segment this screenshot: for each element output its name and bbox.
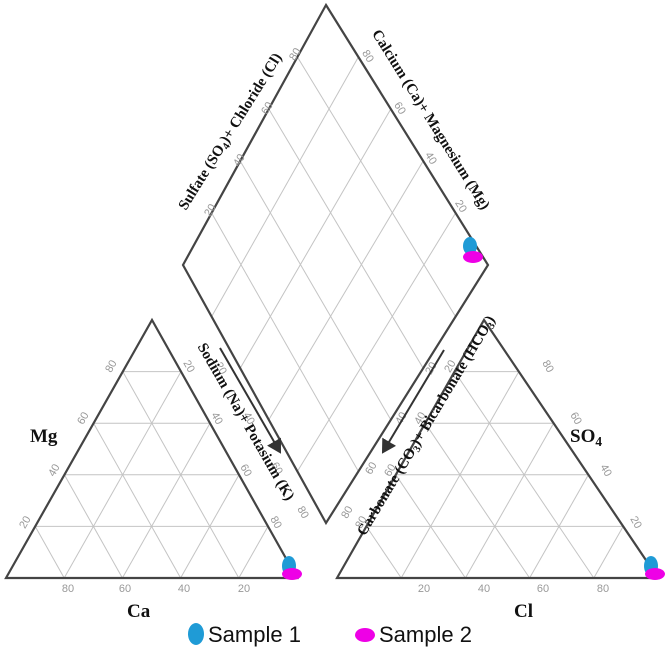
triangle-grid-line	[454, 371, 595, 579]
anion-triangle-grid	[365, 371, 624, 579]
cation-left-tick: 60	[75, 410, 92, 427]
diamond-grid	[211, 56, 457, 472]
anion-bottom-tick: 20	[418, 583, 430, 595]
diamond-grid-line	[296, 56, 457, 317]
anion-tick-labels: 20 40 60 80 80 60 40 20 20 40 60 80	[353, 358, 644, 595]
cation-right-tick: 40	[208, 410, 225, 427]
anion-right-tick: 40	[597, 462, 614, 479]
sample2-marker-cation	[282, 568, 302, 580]
cation-bottom-tick: 40	[178, 583, 190, 595]
diamond-grid-line	[211, 56, 359, 317]
diamond-grid-line	[211, 212, 359, 472]
triangle-grid-line	[400, 371, 520, 579]
anion-left-tick: 60	[382, 462, 399, 479]
anion-left-tick: 40	[412, 410, 429, 427]
diamond-upper-left-tick: 60	[259, 100, 276, 117]
legend-sample1-marker	[188, 623, 204, 645]
triangle-grid-line	[34, 526, 65, 579]
sample2-marker-anion	[645, 568, 665, 580]
diamond-upper-left-tick: 80	[287, 46, 304, 63]
diamond-frame	[181, 2, 490, 526]
cation-tick-labels: 80 60 40 20 20 40 60 80 80 60 40 20	[17, 358, 284, 595]
anion-right-label-so4: SO4	[570, 426, 602, 449]
cation-bottom-tick: 20	[238, 583, 250, 595]
triangle-grid-line	[365, 526, 402, 579]
anion-projection-arrow	[381, 349, 445, 454]
diamond-grid-line	[296, 212, 457, 472]
diamond-upper-left-title: Sulfate (SO4)+ Chloride (Cl)	[176, 51, 288, 215]
legend: Sample 1 Sample 2	[188, 622, 472, 647]
anion-bottom-tick: 60	[537, 583, 549, 595]
anion-left-tick: 80	[353, 514, 370, 531]
triangle-grid-line	[424, 422, 531, 579]
diamond-grid-line	[268, 160, 424, 421]
sample1-marker-diamond	[463, 237, 477, 255]
anion-bottom-tick: 80	[597, 583, 609, 595]
diamond-lower-right-tick: 60	[363, 460, 380, 477]
anion-right-tick: 80	[539, 358, 556, 375]
triangle-grid-line	[593, 526, 624, 579]
diamond-upper-right-tick: 60	[391, 100, 408, 117]
anion-bottom-tick: 40	[478, 583, 490, 595]
diamond-grid-line	[239, 108, 392, 369]
triangle-grid-line	[63, 371, 182, 579]
triangle-grid-line	[122, 371, 240, 579]
cation-bottom-tick: 60	[119, 583, 131, 595]
cation-right-tick: 20	[180, 358, 197, 375]
cation-left-label-mg: Mg	[30, 426, 58, 447]
diamond-lower-left-tick: 40	[240, 410, 257, 427]
sample2-marker-diamond	[463, 251, 483, 263]
cation-bottom-tick: 80	[62, 583, 74, 595]
diamond-lower-left-tick: 60	[268, 460, 285, 477]
anion-right-tick: 60	[567, 410, 584, 427]
legend-sample2-label: Sample 2	[379, 622, 472, 647]
cation-projection-arrow	[219, 347, 281, 454]
triangle-grid-line	[93, 422, 182, 579]
diamond-lower-left-tick: 20	[212, 360, 229, 377]
triangle-grid-line	[238, 526, 269, 579]
diamond-upper-right-tick: 40	[422, 150, 439, 167]
triangle-grid-line	[464, 422, 555, 579]
cation-left-tick: 40	[46, 462, 63, 479]
cation-triangle-frame	[4, 317, 299, 580]
cation-triangle-grid	[34, 371, 269, 579]
diamond-upper-right-tick: 20	[452, 198, 469, 215]
diamond-upper-left-tick: 20	[202, 202, 219, 219]
diamond-upper-right-title: Calcium (Ca)+ Magnesium (Mg)	[368, 27, 492, 213]
diamond-lower-right-title: Carbonate (CO3)+ Bicarbonate (HCO3)	[354, 313, 500, 540]
triangle-grid-line	[121, 422, 211, 579]
legend-sample1-label: Sample 1	[208, 622, 301, 647]
anion-left-tick: 20	[442, 358, 459, 375]
diamond-grid-line	[268, 108, 424, 369]
diamond-lower-right-tick: 80	[339, 504, 356, 521]
legend-sample2-marker	[355, 628, 375, 642]
diamond-tick-labels: 20 40 60 80 20 40 60 80 20 40 60 80 20 40 60 80	[202, 46, 469, 521]
diamond-upper-left-tick: 40	[231, 152, 248, 169]
anion-bottom-label-cl: Cl	[514, 601, 533, 622]
diamond-upper-right-tick: 80	[359, 48, 376, 65]
cation-left-tick: 20	[17, 514, 34, 531]
cation-left-tick: 80	[103, 358, 120, 375]
anion-right-tick: 20	[627, 514, 644, 531]
cation-bottom-label-ca: Ca	[127, 601, 151, 622]
diamond-lower-left-tick: 80	[294, 504, 311, 521]
sample-markers	[282, 237, 665, 580]
anion-triangle-frame	[335, 317, 661, 580]
cation-right-tick: 60	[237, 462, 254, 479]
diamond-grid-line	[239, 160, 392, 421]
cation-right-tick: 80	[267, 514, 284, 531]
